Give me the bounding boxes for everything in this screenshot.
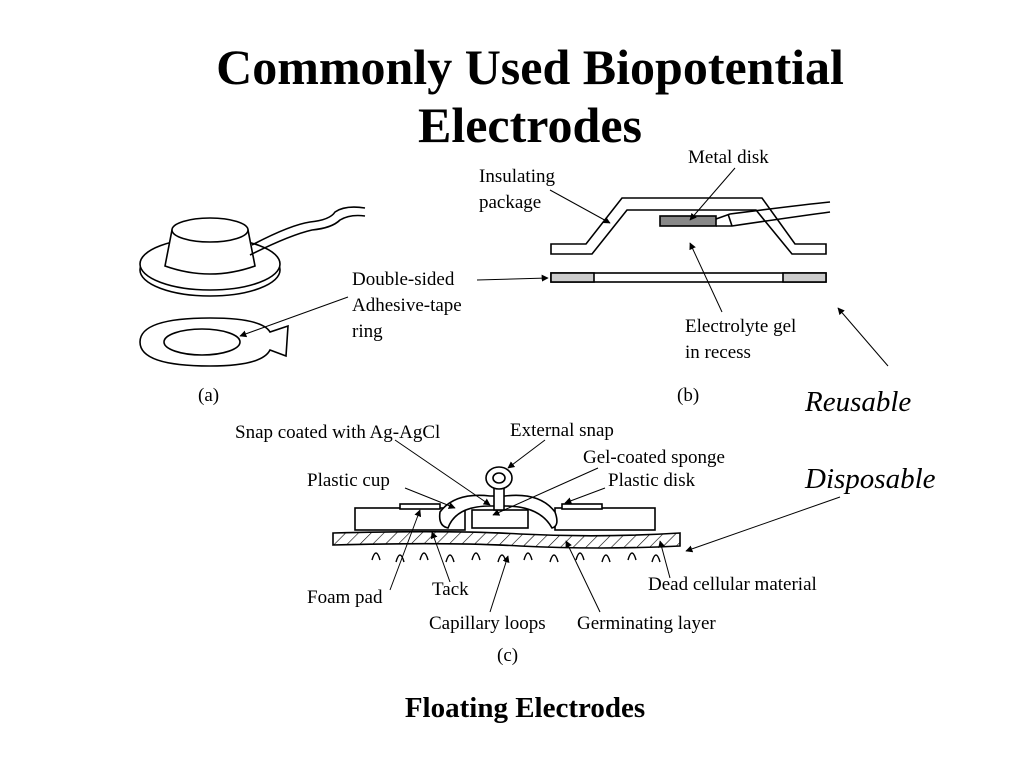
page-title: Commonly Used Biopotential Electrodes [0, 38, 1024, 154]
tape-ring-label: Double-sided Adhesive-tape ring [352, 269, 462, 342]
title-line-2: Electrodes [417, 97, 643, 153]
adhesive-ring [139, 317, 289, 367]
external-snap-label: External snap [510, 420, 614, 441]
electrolyte-gel-label: Electrolyte gel in recess [685, 316, 797, 363]
plastic-disk-label: Plastic disk [608, 470, 696, 491]
germinating-layer-label: Germinating layer [577, 613, 716, 634]
reusable-label: Reusable [805, 386, 912, 418]
floating-electrode [332, 466, 681, 549]
title-line-1: Commonly Used Biopotential [216, 39, 844, 95]
plastic-cup-label: Plastic cup [307, 470, 390, 491]
footer-title: Floating Electrodes [404, 692, 646, 724]
disposable-label: Disposable [805, 463, 936, 495]
capillary-loops [371, 552, 661, 563]
gel-sponge-label: Gel-coated sponge [583, 447, 725, 468]
insulating-package-label: Insulating package [479, 166, 555, 213]
capillary-loops-label: Capillary loops [429, 613, 546, 634]
snap-coated-label: Snap coated with Ag-AgCl [235, 422, 441, 443]
reusable-electrode [550, 197, 831, 283]
metal-disk-label: Metal disk [688, 147, 769, 168]
cup-electrode [139, 206, 366, 297]
panel-c-label: (c) [497, 645, 519, 666]
foam-pad-label: Foam pad [307, 587, 383, 608]
dead-cellular-label: Dead cellular material [648, 574, 817, 595]
tack-label: Tack [432, 579, 469, 600]
panel-a-label: (a) [198, 385, 220, 406]
panel-b-label: (b) [677, 385, 700, 406]
leader-lines [239, 167, 889, 613]
